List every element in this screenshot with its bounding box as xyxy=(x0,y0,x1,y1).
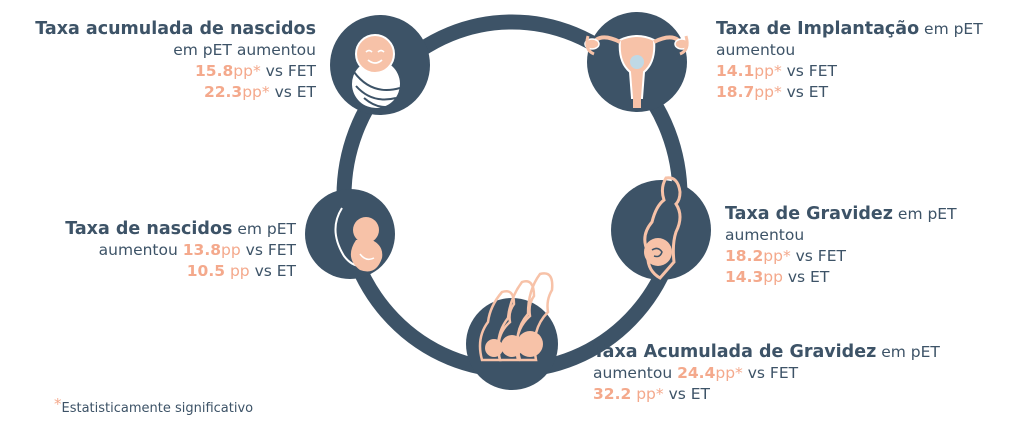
cumulative-pregnancy-text: Taxa Acumulada de Gravidez em pET aument… xyxy=(593,342,940,405)
implantation-line1: aumentou xyxy=(716,41,796,59)
uterus-icon xyxy=(584,12,690,112)
implantation-title-line: Taxa de Implantação em pET xyxy=(716,19,983,39)
fetus-icon xyxy=(305,189,395,279)
cumulative-pregnancy-vs-et: 32.2 pp* vs ET xyxy=(593,385,710,403)
cumulative-pregnancy-title-line: Taxa Acumulada de Gravidez em pET xyxy=(593,342,940,362)
live-birth-title-line: Taxa de nascidos em pET xyxy=(65,219,296,239)
implantation-vs-fet: 14.1pp* vs FET xyxy=(716,62,837,80)
live-birth-text: Taxa de nascidos em pET aumentou 13.8pp … xyxy=(65,219,296,282)
implantation-title: Taxa de Implantação xyxy=(716,19,920,39)
pregnancy-title: Taxa de Gravidez xyxy=(725,204,893,224)
cumulative-live-birth-line1: em pET aumentou xyxy=(173,41,316,59)
live-birth-vs-et: 10.5 pp vs ET xyxy=(186,262,296,280)
pregnancy-text: Taxa de Gravidez em pET aumentou 18.2pp*… xyxy=(725,204,957,288)
footnote-text: Estatisticamente significativo xyxy=(61,401,254,416)
footnote: *Estatisticamente significativo xyxy=(54,395,254,416)
pregnant-woman-icon xyxy=(611,176,711,280)
implantation-vs-et: 18.7pp* vs ET xyxy=(716,83,829,101)
live-birth-title: Taxa de nascidos xyxy=(65,219,233,239)
pregnancy-progression-icon xyxy=(466,272,558,390)
cumulative-pregnancy-title: Taxa Acumulada de Gravidez xyxy=(593,342,877,362)
pregnancy-line1: aumentou xyxy=(725,226,805,244)
cumulative-pregnancy-vs-fet: aumentou 24.4pp* vs FET xyxy=(593,364,799,382)
pregnancy-title-line: Taxa de Gravidez em pET xyxy=(725,204,957,224)
cumulative-live-birth-title: Taxa acumulada de nascidos xyxy=(35,19,316,39)
pregnancy-vs-et: 14.3pp vs ET xyxy=(725,268,830,286)
live-birth-vs-fet: aumentou 13.8pp vs FET xyxy=(98,241,296,259)
cumulative-live-birth-text: Taxa acumulada de nascidos em pET aument… xyxy=(35,19,316,103)
newborn-baby-icon xyxy=(330,15,430,115)
implantation-text: Taxa de Implantação em pET aumentou 14.1… xyxy=(716,19,983,103)
footnote-star: * xyxy=(54,395,62,413)
pregnancy-vs-fet: 18.2pp* vs FET xyxy=(725,247,846,265)
cumulative-live-birth-vs-fet: 15.8pp* vs FET xyxy=(195,62,316,80)
cumulative-live-birth-vs-et: 22.3pp* vs ET xyxy=(203,83,316,101)
